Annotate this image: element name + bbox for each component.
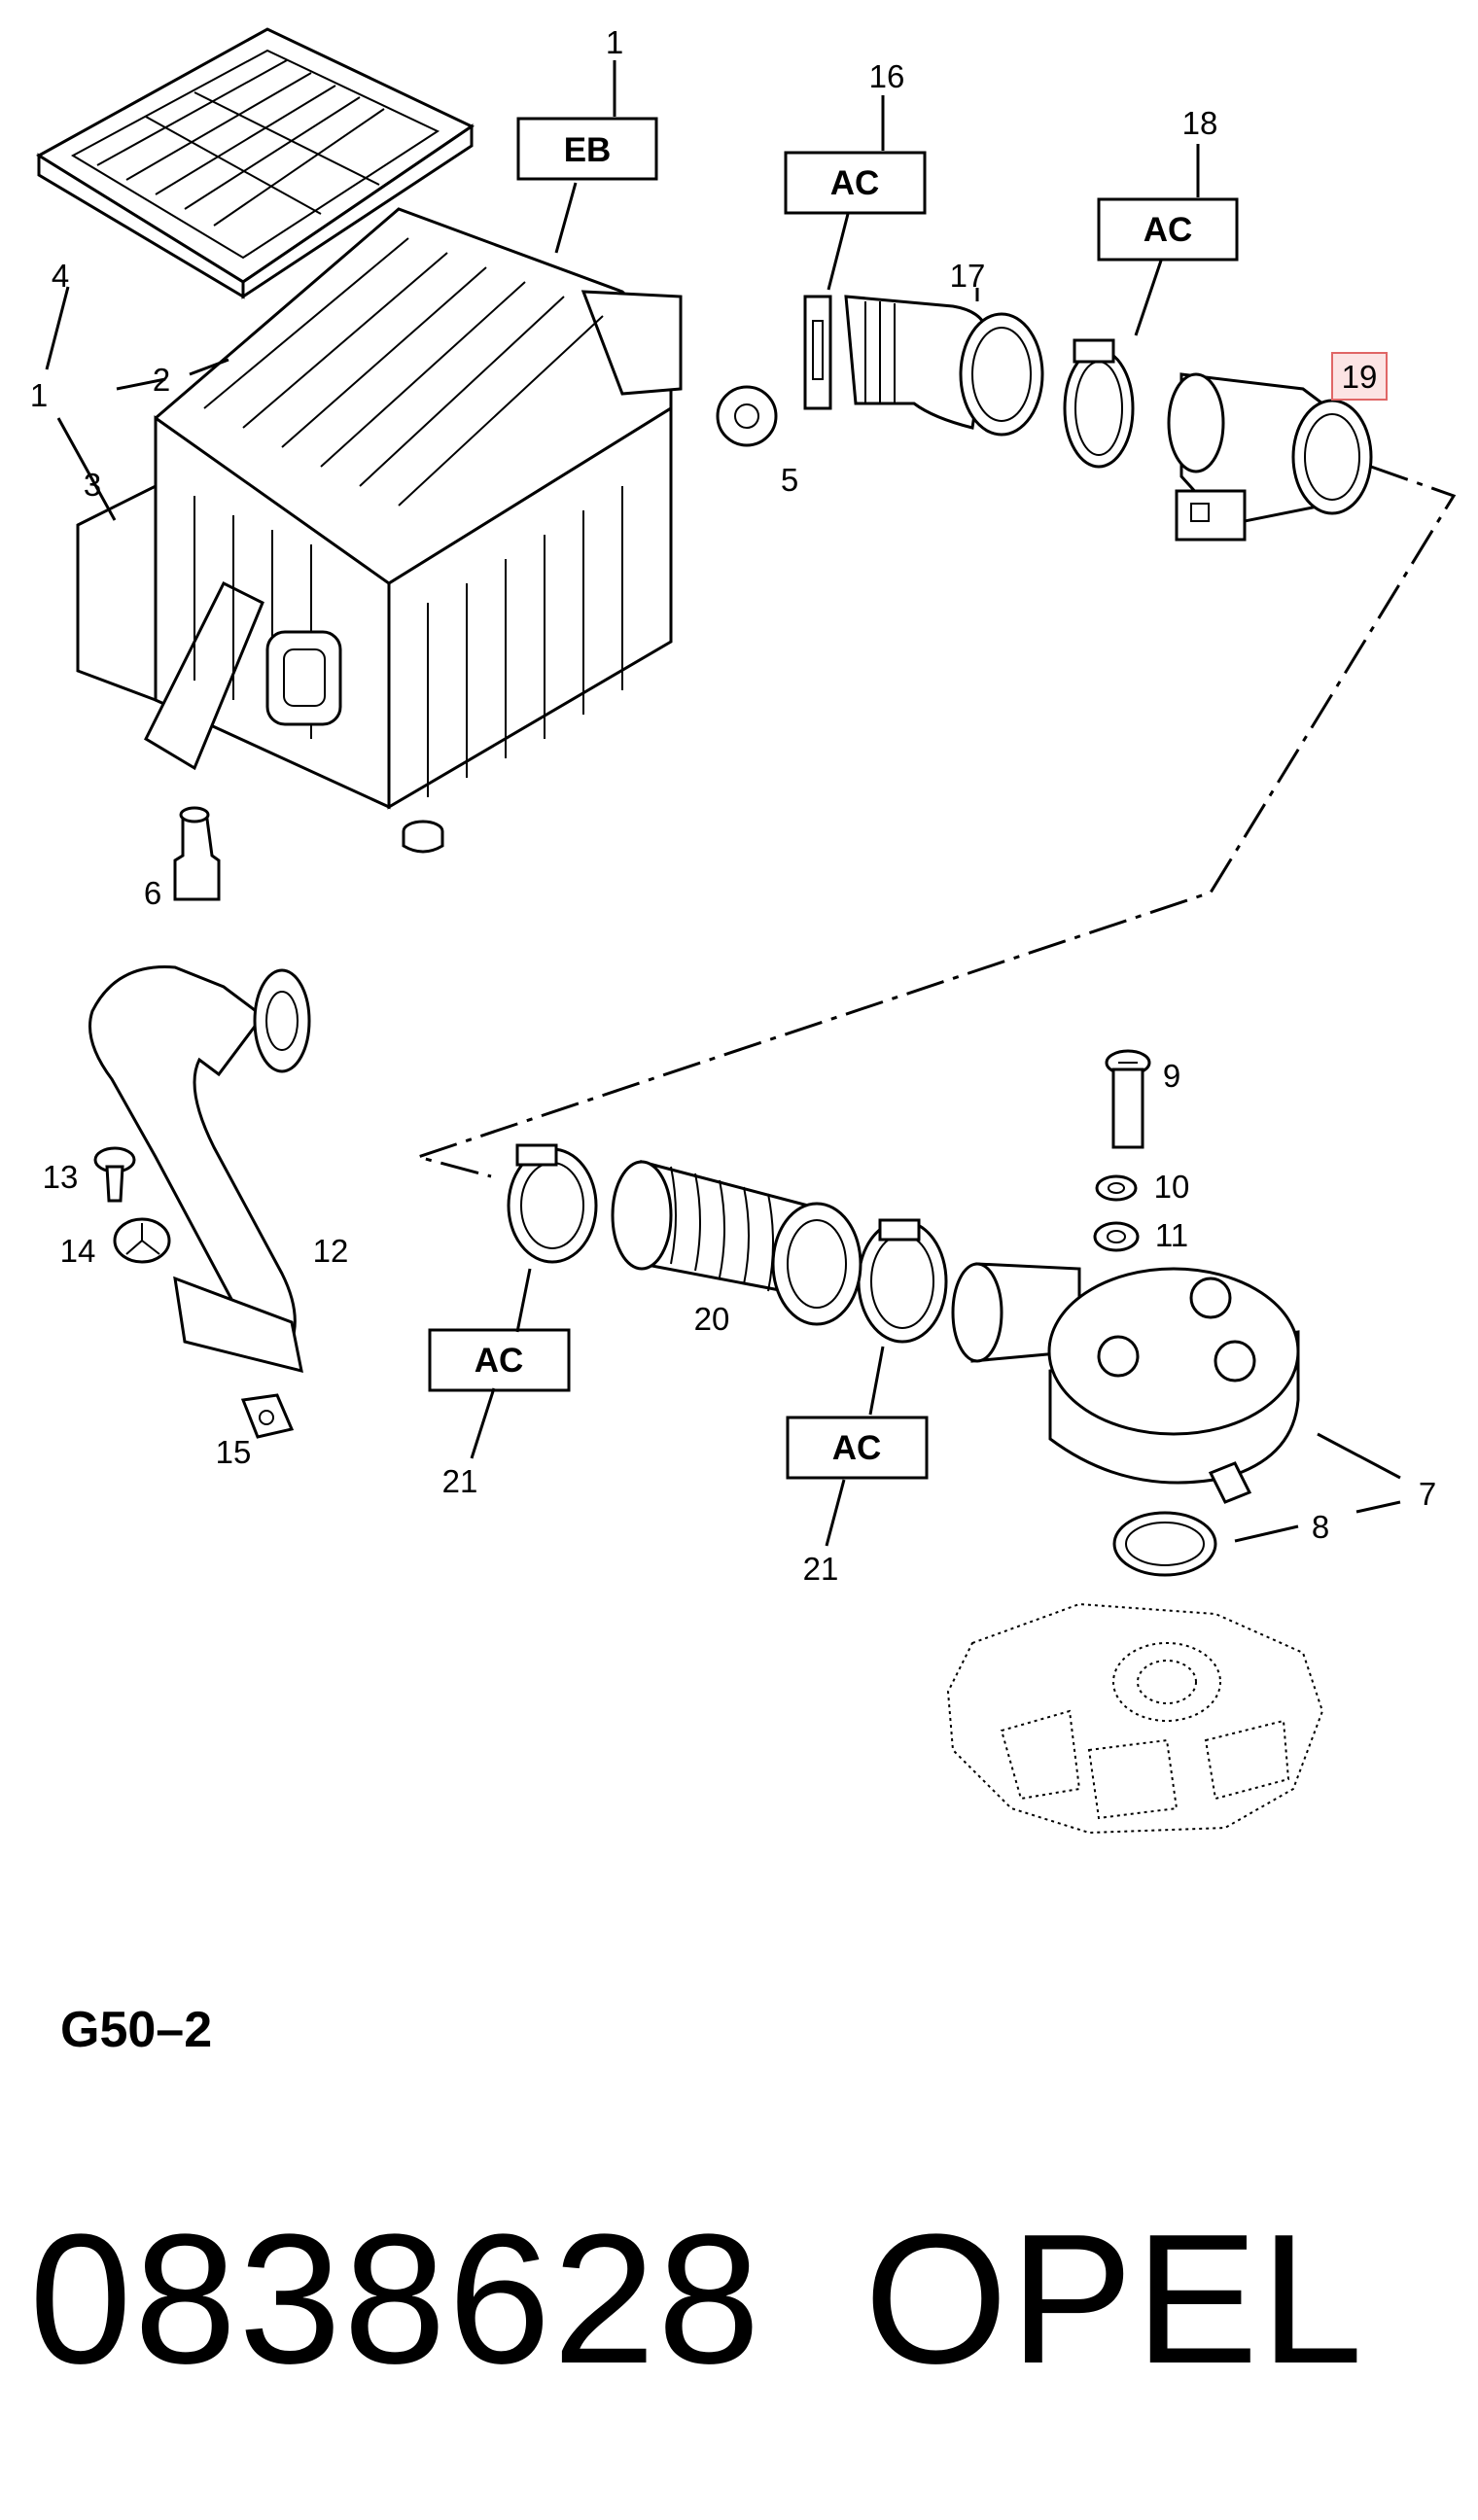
air-mass-meter-part-19 [1167,372,1373,542]
callout-numbers: 1 1 2 3 4 5 6 7 8 9 10 11 12 13 14 15 16… [30,24,1436,1587]
hose-clamp-part-18 [1063,338,1135,469]
callout-3: 3 [84,467,101,503]
callout-14: 14 [60,1233,96,1269]
carburettor-outline [946,1602,1324,1835]
callout-15: 15 [216,1434,252,1470]
nut-part-15 [240,1393,295,1439]
rubber-foot [402,820,444,854]
callout-18: 18 [1182,105,1218,141]
svg-text:AC: AC [1144,211,1193,249]
callout-12: 12 [313,1233,349,1269]
callout-2: 2 [153,362,170,398]
box-ac-21-right: AC [786,1416,929,1480]
intake-duct-part-12 [88,965,311,1374]
callout-10: 10 [1154,1169,1190,1205]
bellows-hose-part-20 [611,1160,862,1326]
box-eb: EB [516,117,658,181]
svg-text:19: 19 [1342,359,1378,395]
washer-part-10 [1095,1174,1138,1202]
box-ac-16: AC [784,151,927,215]
callout-1-top: 1 [606,24,623,60]
diagram-code: G50–2 [60,2002,213,2058]
throttle-housing-part-7 [951,1262,1300,1504]
callout-7: 7 [1419,1476,1436,1512]
callout-5: 5 [781,462,798,498]
hose-clamp-part-21-right [857,1218,948,1344]
callout-13: 13 [43,1159,79,1195]
callout-11: 11 [1155,1217,1188,1253]
svg-text:EB: EB [564,131,612,169]
box-ac-21-left: AC [428,1328,571,1392]
air-filter-housing [76,207,683,810]
leader-lines [45,60,1401,1547]
part-number: 0838628 [29,2196,762,2402]
grommet-part-5 [716,385,778,447]
svg-text:AC: AC [830,164,880,202]
assembly-path-line [412,465,1457,1178]
box-ac-18: AC [1097,197,1239,262]
brand-name: OPEL [863,2196,1365,2402]
svg-text:AC: AC [475,1342,524,1380]
air-filter-element [36,27,475,299]
gasket-part-8 [1112,1511,1217,1577]
svg-text:AC: AC [832,1429,882,1467]
clip-part-14 [113,1217,171,1264]
callout-16: 16 [869,58,905,94]
hose-bend-part-17 [844,295,1044,437]
callout-17: 17 [950,258,986,294]
clip-strap-part-16 [803,295,832,410]
callout-1-left: 1 [30,377,48,413]
rubber-mount-part-6 [173,806,221,901]
screw-part-13 [93,1146,136,1203]
callout-4: 4 [52,258,69,294]
bolt-part-9 [1105,1049,1151,1149]
callout-21-left: 21 [442,1463,478,1499]
callout-20: 20 [694,1301,730,1337]
callout-19-highlighted: 19 [1331,352,1388,401]
washer-part-11 [1093,1221,1140,1252]
callout-6: 6 [144,875,161,911]
callout-21-right: 21 [803,1551,839,1587]
callout-9: 9 [1163,1058,1180,1094]
hose-clamp-part-21-left [507,1143,598,1264]
callout-8: 8 [1312,1509,1329,1545]
